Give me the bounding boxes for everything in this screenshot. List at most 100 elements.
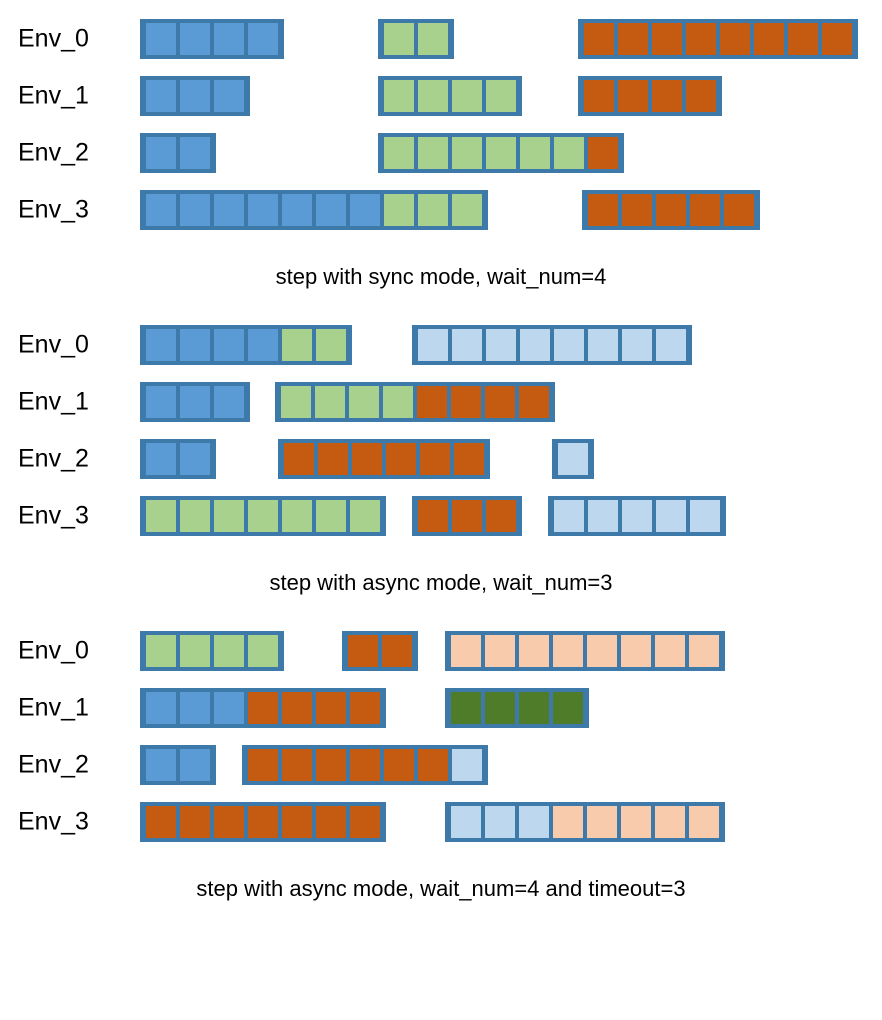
step-cell-blue[interactable] <box>146 691 176 724</box>
step-cell-lightblue[interactable] <box>622 499 652 532</box>
step-group[interactable] <box>140 438 216 479</box>
step-cell-orange[interactable] <box>180 805 210 838</box>
step-cell-blue[interactable] <box>214 691 244 724</box>
step-group[interactable] <box>140 132 216 173</box>
step-group[interactable] <box>412 495 522 536</box>
step-cell-orange[interactable] <box>350 691 380 724</box>
step-group[interactable] <box>578 18 858 59</box>
step-cell-green[interactable] <box>384 136 414 169</box>
step-cell-green[interactable] <box>315 385 345 418</box>
step-cell-blue[interactable] <box>214 193 244 226</box>
step-cell-blue[interactable] <box>180 691 210 724</box>
step-group[interactable] <box>342 630 418 671</box>
step-cell-orange[interactable] <box>214 805 244 838</box>
step-cell-orange[interactable] <box>348 634 378 667</box>
step-cell-darkgreen[interactable] <box>519 691 549 724</box>
step-group[interactable] <box>445 687 589 728</box>
step-cell-green[interactable] <box>248 499 278 532</box>
step-cell-blue[interactable] <box>146 136 176 169</box>
step-cell-peach[interactable] <box>587 805 617 838</box>
step-cell-orange[interactable] <box>454 442 484 475</box>
step-cell-blue[interactable] <box>180 385 210 418</box>
step-cell-peach[interactable] <box>655 634 685 667</box>
step-cell-peach[interactable] <box>553 634 583 667</box>
step-cell-orange[interactable] <box>352 442 382 475</box>
step-group[interactable] <box>582 189 760 230</box>
step-cell-green[interactable] <box>452 79 482 112</box>
step-cell-orange[interactable] <box>420 442 450 475</box>
step-cell-green[interactable] <box>418 193 448 226</box>
step-cell-darkgreen[interactable] <box>451 691 481 724</box>
step-cell-lightblue[interactable] <box>452 748 482 781</box>
step-cell-orange[interactable] <box>316 748 346 781</box>
step-group[interactable] <box>140 630 284 671</box>
step-cell-orange[interactable] <box>417 385 447 418</box>
step-cell-blue[interactable] <box>146 328 176 361</box>
step-cell-blue[interactable] <box>146 22 176 55</box>
step-cell-green[interactable] <box>486 79 516 112</box>
step-cell-peach[interactable] <box>553 805 583 838</box>
step-cell-green[interactable] <box>316 328 346 361</box>
step-cell-blue[interactable] <box>248 328 278 361</box>
step-cell-lightblue[interactable] <box>558 442 588 475</box>
step-cell-lightblue[interactable] <box>554 499 584 532</box>
step-cell-green[interactable] <box>281 385 311 418</box>
step-cell-lightblue[interactable] <box>451 805 481 838</box>
step-cell-peach[interactable] <box>689 805 719 838</box>
step-cell-green[interactable] <box>418 79 448 112</box>
step-cell-orange[interactable] <box>418 748 448 781</box>
step-cell-blue[interactable] <box>214 79 244 112</box>
step-cell-orange[interactable] <box>248 691 278 724</box>
step-cell-darkgreen[interactable] <box>485 691 515 724</box>
step-cell-lightblue[interactable] <box>452 328 482 361</box>
step-cell-blue[interactable] <box>146 385 176 418</box>
step-group[interactable] <box>140 801 386 842</box>
step-cell-blue[interactable] <box>248 193 278 226</box>
step-group[interactable] <box>140 381 250 422</box>
step-cell-green[interactable] <box>418 136 448 169</box>
step-cell-orange[interactable] <box>350 805 380 838</box>
step-cell-blue[interactable] <box>146 193 176 226</box>
step-cell-blue[interactable] <box>180 328 210 361</box>
step-cell-orange[interactable] <box>384 748 414 781</box>
step-cell-blue[interactable] <box>146 748 176 781</box>
step-group[interactable] <box>242 744 488 785</box>
step-cell-green[interactable] <box>520 136 550 169</box>
step-cell-green[interactable] <box>452 193 482 226</box>
step-group[interactable] <box>275 381 555 422</box>
step-cell-green[interactable] <box>282 328 312 361</box>
step-cell-blue[interactable] <box>214 22 244 55</box>
step-cell-orange[interactable] <box>724 193 754 226</box>
step-cell-green[interactable] <box>180 499 210 532</box>
step-cell-green[interactable] <box>248 634 278 667</box>
step-cell-orange[interactable] <box>622 193 652 226</box>
step-cell-darkgreen[interactable] <box>553 691 583 724</box>
step-cell-orange[interactable] <box>248 748 278 781</box>
step-cell-blue[interactable] <box>350 193 380 226</box>
step-group[interactable] <box>378 18 454 59</box>
step-cell-orange[interactable] <box>418 499 448 532</box>
step-cell-orange[interactable] <box>656 193 686 226</box>
step-group[interactable] <box>140 189 488 230</box>
step-cell-orange[interactable] <box>584 22 614 55</box>
step-cell-orange[interactable] <box>485 385 515 418</box>
step-cell-orange[interactable] <box>316 805 346 838</box>
step-group[interactable] <box>140 18 284 59</box>
step-cell-blue[interactable] <box>180 442 210 475</box>
step-cell-blue[interactable] <box>146 442 176 475</box>
step-cell-green[interactable] <box>146 499 176 532</box>
step-cell-lightblue[interactable] <box>690 499 720 532</box>
step-cell-peach[interactable] <box>621 805 651 838</box>
step-cell-blue[interactable] <box>214 328 244 361</box>
step-cell-orange[interactable] <box>282 748 312 781</box>
step-cell-orange[interactable] <box>519 385 549 418</box>
step-cell-peach[interactable] <box>621 634 651 667</box>
step-cell-lightblue[interactable] <box>588 328 618 361</box>
step-cell-orange[interactable] <box>686 79 716 112</box>
step-cell-green[interactable] <box>349 385 379 418</box>
step-cell-orange[interactable] <box>350 748 380 781</box>
step-cell-green[interactable] <box>384 193 414 226</box>
step-cell-green[interactable] <box>180 634 210 667</box>
step-cell-orange[interactable] <box>584 79 614 112</box>
step-cell-peach[interactable] <box>485 634 515 667</box>
